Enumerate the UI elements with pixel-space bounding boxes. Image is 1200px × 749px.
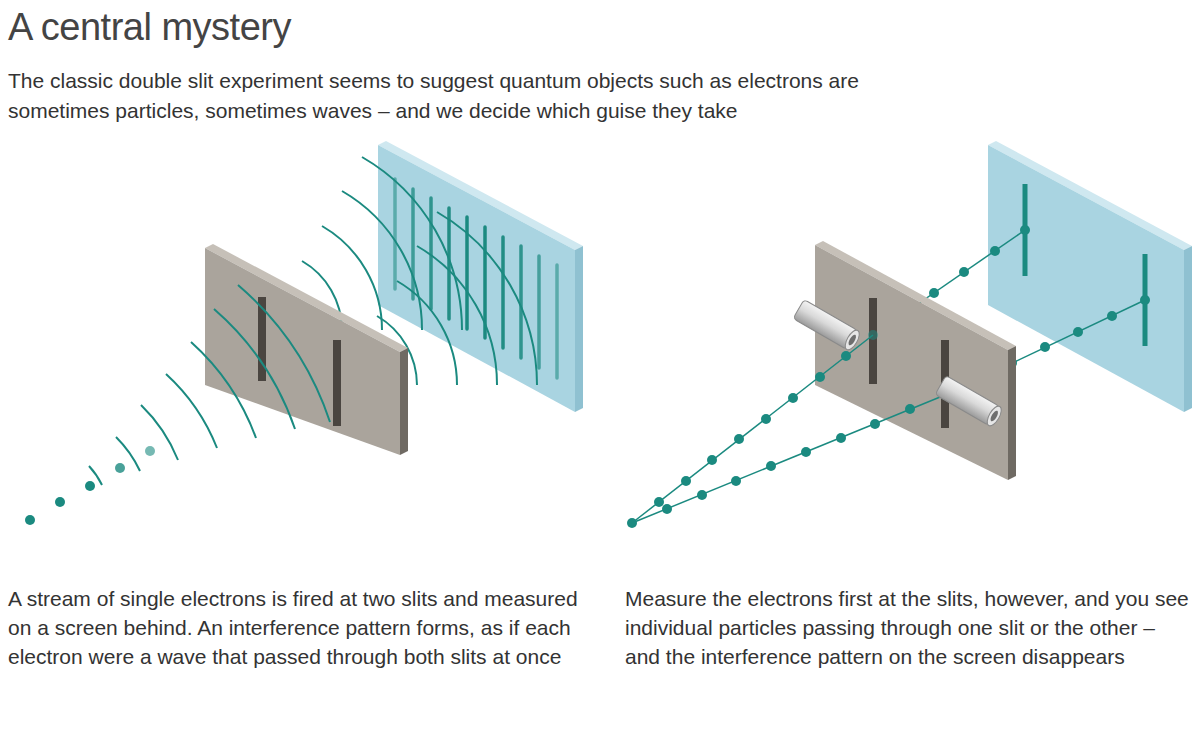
panel-caption: Measure the electrons first at the slits… — [625, 584, 1195, 671]
plate-face — [815, 245, 1008, 480]
wave-arc — [437, 212, 537, 385]
electron — [25, 515, 35, 525]
electron — [841, 351, 851, 361]
cylinder-lens — [847, 334, 857, 347]
electron — [868, 330, 878, 340]
electron — [681, 476, 691, 486]
electron — [990, 246, 1000, 256]
right-screen — [988, 141, 1192, 412]
left-screen — [378, 141, 583, 412]
cylinder-end — [842, 328, 862, 352]
electron — [55, 497, 65, 507]
electron — [815, 372, 825, 382]
cylinder-lens — [989, 410, 999, 423]
electron — [734, 434, 744, 444]
plate-face — [205, 248, 400, 455]
left-slit-plate — [205, 244, 408, 455]
fringe — [537, 256, 541, 368]
electron — [654, 497, 664, 507]
right-slit-plate — [815, 241, 1016, 480]
wave-arc — [238, 285, 330, 422]
electron — [836, 433, 846, 443]
incoming-waves — [89, 285, 330, 485]
electron — [697, 490, 707, 500]
plate-side — [1008, 346, 1016, 480]
fringe — [393, 179, 397, 289]
electron — [761, 414, 771, 424]
detector-cylinder — [793, 299, 862, 352]
slit — [869, 298, 877, 384]
electron — [731, 476, 741, 486]
electron — [870, 419, 880, 429]
electron — [1140, 295, 1150, 305]
wave-arc — [417, 246, 497, 385]
electron — [905, 404, 915, 414]
electron — [1020, 225, 1030, 235]
wave-arc — [141, 405, 178, 460]
electron-dots — [25, 446, 155, 525]
electron — [85, 481, 95, 491]
electron — [766, 461, 776, 471]
electron — [929, 288, 939, 298]
path-line — [632, 335, 873, 523]
electron — [1040, 342, 1050, 352]
panel-caption: A stream of single electrons is fired at… — [8, 584, 593, 671]
title: A central mystery — [8, 4, 291, 50]
particle-paths-before-slits — [627, 330, 950, 528]
wave-arc — [362, 157, 462, 330]
electron — [788, 393, 798, 403]
screen-face — [988, 145, 1184, 412]
wave-arc — [166, 374, 217, 448]
electron — [801, 447, 811, 457]
cylinder-end — [984, 404, 1004, 428]
wave-arc — [214, 309, 295, 429]
slit — [333, 340, 341, 426]
subtitle: The classic double slit experiment seems… — [8, 66, 953, 126]
electron — [145, 446, 155, 456]
fringe — [555, 265, 559, 378]
wave-arc — [191, 342, 256, 438]
path-line — [632, 395, 945, 523]
plate-side — [400, 348, 408, 455]
wave-arc — [342, 191, 422, 330]
electron — [627, 518, 637, 528]
electron — [1073, 327, 1083, 337]
fringe — [501, 237, 505, 348]
electron — [959, 267, 969, 277]
electron — [1107, 311, 1117, 321]
electron — [662, 504, 672, 514]
electron — [115, 463, 125, 473]
detector-cylinder — [935, 375, 1004, 428]
electron — [707, 455, 717, 465]
screen-side — [1184, 246, 1192, 412]
screen-side — [575, 246, 583, 412]
